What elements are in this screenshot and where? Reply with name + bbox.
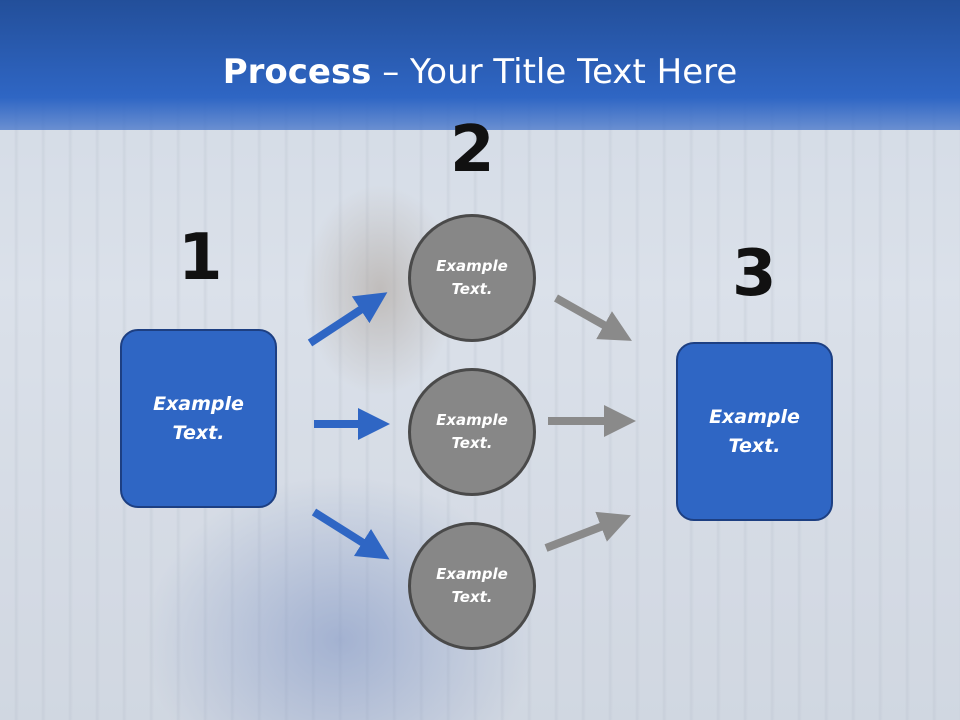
circle-top-line2: Text.: [451, 280, 493, 298]
step-1-text-line1: Example: [153, 393, 244, 415]
step-number-3: 3: [732, 237, 777, 311]
arrow-bottom-to-3: [544, 511, 631, 552]
circle-top-line1: Example: [436, 256, 508, 275]
circle-middle-line2: Text.: [451, 434, 493, 452]
step-3-text-line2: Text.: [728, 434, 781, 457]
title-rest: – Your Title Text Here: [371, 52, 738, 92]
step-3-text-line1: Example: [709, 406, 800, 428]
arrow-top-to-3: [554, 294, 632, 341]
step-number-2: 2: [450, 113, 495, 187]
slide-title: Process – Your Title Text Here: [0, 52, 960, 92]
circle-bottom-line2: Text.: [451, 588, 493, 606]
title-bold: Process: [222, 52, 372, 92]
step-1-text-line2: Text.: [172, 421, 225, 444]
arrow-1-to-top: [307, 292, 388, 347]
title-bar: [0, 0, 960, 130]
circle-bottom-line1: Example: [436, 564, 508, 583]
step-number-1: 1: [178, 221, 223, 295]
arrow-1-to-bottom: [311, 508, 390, 560]
circle-middle-line1: Example: [436, 410, 508, 429]
